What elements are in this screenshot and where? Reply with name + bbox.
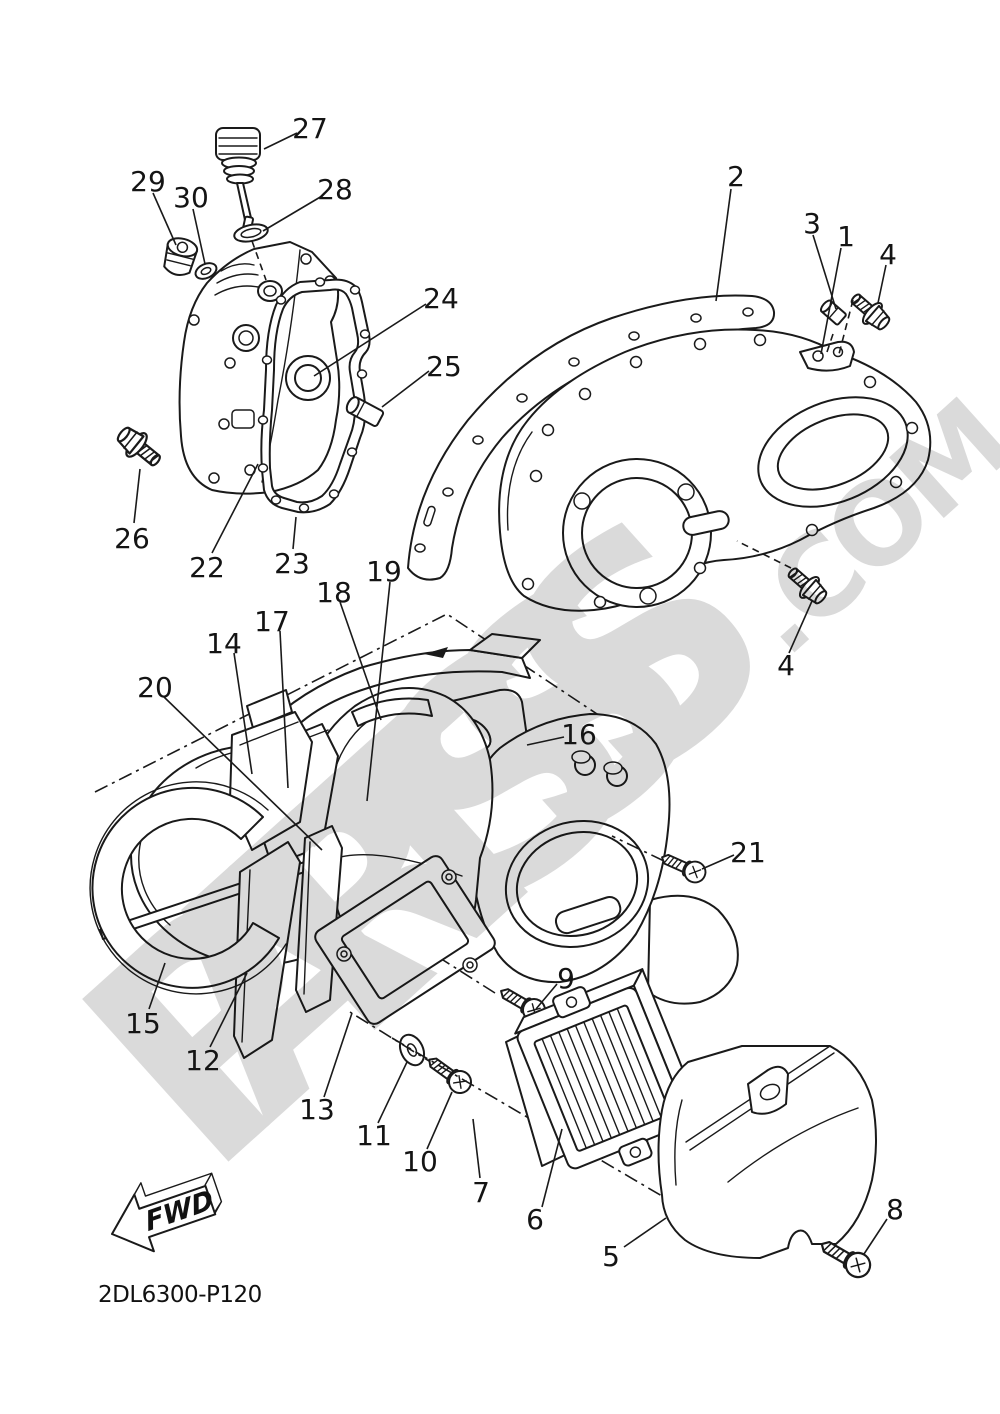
assembly-crankcase-cover-1 (407, 286, 932, 612)
part-28-o-ring (233, 223, 269, 243)
callout-label-16: 16 (561, 718, 597, 751)
callout-label-8: 8 (886, 1193, 904, 1226)
callout-leader-4 (877, 264, 887, 304)
callout-leader-27 (263, 132, 298, 150)
callout-label-7: 7 (472, 1176, 490, 1209)
callout-label-2: 2 (727, 160, 745, 193)
callout-leader-2 (715, 188, 732, 302)
callout-label-28: 28 (317, 173, 353, 206)
callout-label-11: 11 (356, 1119, 392, 1152)
callout-label-19: 19 (366, 555, 402, 588)
part-16-crankcase-cover-2 (434, 688, 739, 1005)
callout-leader-11 (377, 1061, 408, 1124)
part-2-gasket (407, 294, 776, 581)
callout-leader-23 (292, 516, 297, 550)
part-30-washer (194, 262, 218, 280)
part-3-dowel (819, 299, 847, 326)
callout-leader-17 (279, 630, 289, 789)
callout-leader-22 (211, 463, 259, 554)
callout-label-18: 18 (316, 576, 352, 609)
callout-leader-8 (863, 1218, 888, 1255)
part-23-gasket (257, 277, 371, 514)
callout-leader-3 (812, 234, 837, 310)
part-20-seal-strip (295, 825, 343, 1013)
callout-label-22: 22 (189, 551, 225, 584)
callout-leader-20 (163, 696, 323, 851)
callout-leader-28 (262, 195, 323, 232)
callout-leader-21 (701, 854, 735, 870)
part-25-stud (345, 396, 385, 427)
callout-label-24: 24 (423, 282, 459, 315)
callout-leader-10 (426, 1091, 453, 1150)
assembly-air-shroud (89, 613, 739, 1099)
callout-label-9: 9 (557, 962, 575, 995)
part-15-seal-ring (89, 781, 287, 995)
callout-leader-29 (152, 192, 177, 246)
part-13-duct-joint (314, 855, 496, 1025)
callout-leader-19 (366, 581, 391, 802)
callout-leader-5 (623, 1217, 667, 1248)
diagram-code: 2DL6300-P120 (98, 1282, 262, 1308)
callout-leader-26 (133, 468, 141, 524)
callout-label-20: 20 (137, 671, 173, 704)
part-6-filter-element (514, 968, 699, 1170)
callout-label-3: 3 (803, 207, 821, 240)
part-4-bolt-top (844, 286, 896, 337)
part-29-plug (163, 237, 199, 276)
callout-leader-4 (788, 600, 813, 654)
part-27-dipstick (215, 127, 261, 233)
callout-label-25: 25 (426, 350, 462, 383)
part-22-cover (178, 241, 341, 495)
callout-leader-7 (472, 1118, 481, 1179)
callout-label-15: 15 (125, 1007, 161, 1040)
callout-leader-14 (233, 652, 253, 775)
callout-leader-18 (339, 601, 382, 721)
callout-label-4: 4 (777, 649, 795, 682)
callout-label-27: 27 (292, 112, 328, 145)
callout-label-29: 29 (130, 165, 166, 198)
callout-label-14: 14 (206, 627, 242, 660)
callout-label-4: 4 (879, 238, 897, 271)
callout-leader-9 (535, 983, 558, 1010)
assembly-crankcase-cover-2 (110, 127, 385, 514)
assembly-air-filter (391, 968, 877, 1283)
callout-leader-6 (541, 1128, 563, 1208)
callout-label-26: 26 (114, 522, 150, 555)
callout-label-5: 5 (602, 1240, 620, 1273)
part-1-crankcase-cover (498, 328, 932, 612)
part-5-filter-cover (657, 1045, 877, 1259)
callout-label-17: 17 (254, 605, 290, 638)
callout-leader-25 (381, 370, 430, 408)
callout-leader-24 (313, 303, 427, 377)
callout-label-6: 6 (526, 1203, 544, 1236)
callout-label-1: 1 (837, 220, 855, 253)
callout-label-10: 10 (402, 1145, 438, 1178)
callout-leader-12 (209, 972, 248, 1048)
callout-label-13: 13 (299, 1093, 335, 1126)
callout-label-12: 12 (185, 1044, 221, 1077)
callout-label-30: 30 (173, 181, 209, 214)
callout-label-23: 23 (274, 547, 310, 580)
callout-leader-13 (323, 1012, 353, 1098)
callout-leader-16 (526, 736, 565, 746)
part-26-bolt (110, 420, 168, 475)
callout-leader-1 (820, 247, 842, 355)
callout-leader-30 (192, 208, 206, 265)
callout-leader-15 (148, 962, 166, 1010)
callout-label-21: 21 (730, 836, 766, 869)
